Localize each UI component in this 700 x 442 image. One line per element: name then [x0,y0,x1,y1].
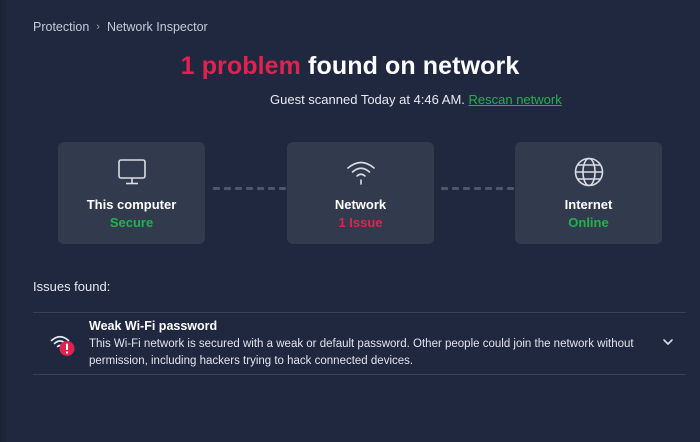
issues-found-heading: Issues found: [33,279,111,294]
card-status: Secure [109,215,154,230]
chevron-down-icon[interactable] [661,337,675,347]
divider [33,312,686,313]
page-title: 1 problem found on network [0,52,700,81]
breadcrumb-network-inspector: Network Inspector [106,20,208,34]
wifi-icon [346,161,375,185]
card-status: Online [568,215,609,230]
scan-status: Guest scanned Today at 4:46 AM. Rescan n… [0,92,700,107]
connector-dashes [441,187,514,190]
rescan-network-link[interactable]: Rescan network [468,92,562,107]
card-title: This computer [86,197,177,212]
card-title: Internet [564,197,613,212]
globe-icon [574,157,603,187]
monitor-icon [117,159,146,185]
card-internet[interactable]: Internet Online [515,142,662,244]
breadcrumb-protection[interactable]: Protection [33,20,90,34]
breadcrumb: Protection › Network Inspector [33,20,208,34]
issue-weak-wifi-password[interactable]: Weak Wi-Fi password This Wi-Fi network i… [33,313,686,374]
issue-title: Weak Wi-Fi password [89,319,218,333]
wifi-warning-icon [50,335,75,356]
connector-dashes [213,187,286,190]
card-this-computer[interactable]: This computer Secure [58,142,205,244]
issue-description: This Wi-Fi network is secured with a wea… [89,338,634,367]
divider [33,374,686,375]
window-edge [0,0,8,442]
card-status: 1 Issue [338,215,383,230]
card-network[interactable]: Network 1 Issue [287,142,434,244]
title-rest: found on network [301,52,520,80]
card-title: Network [334,197,387,212]
scan-time-text: Guest scanned Today at 4:46 AM. [270,92,469,107]
problem-count: 1 problem [180,52,302,80]
breadcrumb-separator-icon: › [96,21,100,33]
